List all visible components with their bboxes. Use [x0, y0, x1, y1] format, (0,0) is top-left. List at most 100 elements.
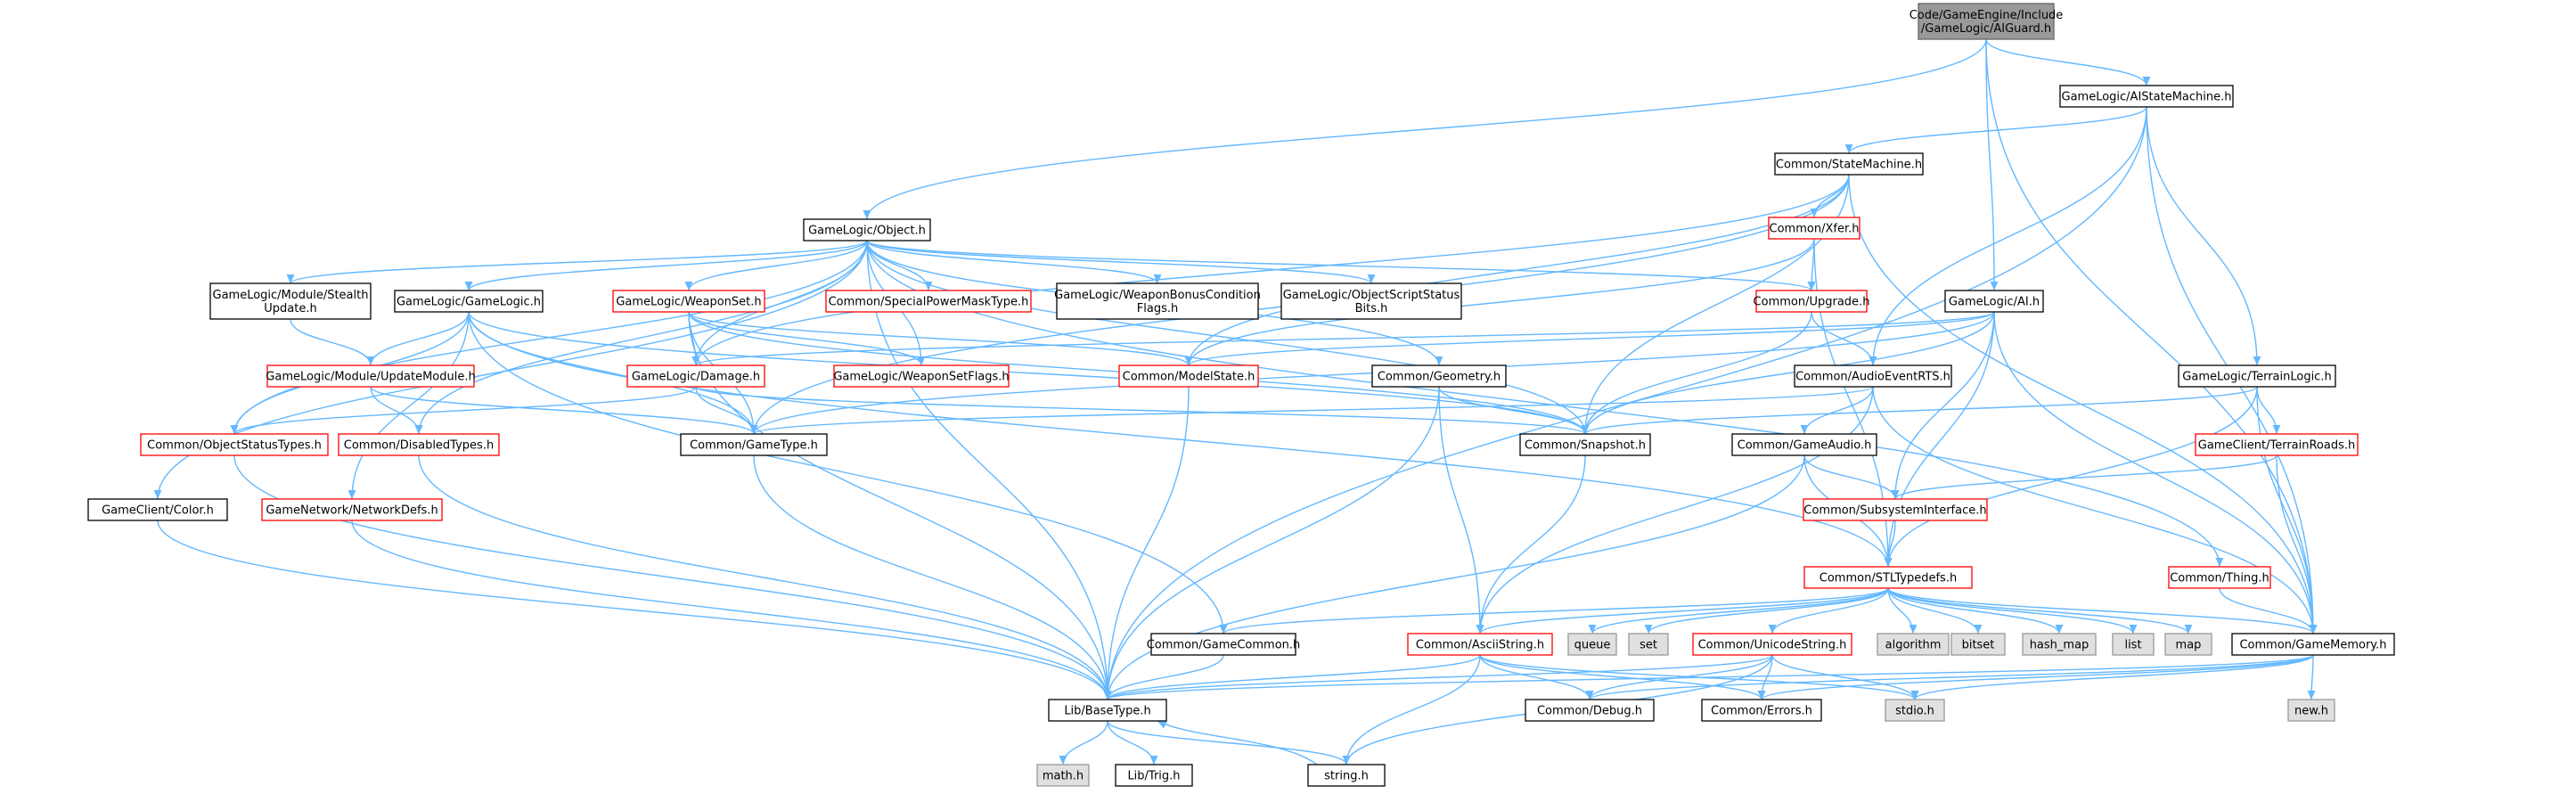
node-snapshot[interactable]: Common/Snapshot.h: [1519, 433, 1651, 456]
node-weaponset[interactable]: GameLogic/WeaponSet.h: [612, 290, 765, 313]
node-box-upgrade: [1755, 290, 1868, 313]
edge-updatemodule-to-gametype: [370, 386, 758, 435]
node-stltypedefs[interactable]: Common/STLTypedefs.h: [1803, 566, 1973, 589]
edge-stltypedefs-to-gamecommon: [1219, 587, 1889, 634]
node-box-aistatemachine: [2059, 85, 2234, 108]
node-color[interactable]: GameClient/Color.h: [87, 498, 228, 521]
edge-ai-to-snapshot: [1581, 311, 1995, 435]
node-subsystem[interactable]: Common/SubsystemInterface.h: [1803, 498, 1988, 521]
node-label-specialpower: Common/SpecialPowerMaskType.h: [829, 296, 1029, 309]
node-debug[interactable]: Common/Debug.h: [1525, 699, 1655, 722]
edge-asciistring-to-debug: [1479, 654, 1594, 700]
node-hash_map: hash_map: [2022, 633, 2097, 656]
node-modelstate[interactable]: Common/ModelState.h: [1118, 364, 1259, 388]
node-label-weaponbonus: GameLogic/WeaponBonusCondition: [1054, 289, 1261, 302]
node-asciistring[interactable]: Common/AsciiString.h: [1407, 633, 1553, 656]
edge-ai-to-subsystem: [1891, 311, 1995, 500]
node-errors[interactable]: Common/Errors.h: [1701, 699, 1822, 722]
edge-upgrade-to-snapshot: [1581, 311, 1812, 435]
edge-ai-to-stltypedefs: [1884, 311, 1995, 568]
node-gametype[interactable]: Common/GameType.h: [680, 433, 828, 456]
node-label-gametype: Common/GameType.h: [690, 439, 818, 453]
node-networkdefs[interactable]: GameNetwork/NetworkDefs.h: [261, 498, 443, 521]
node-box-basetype: [1048, 699, 1167, 722]
node-label-weaponset: GameLogic/WeaponSet.h: [616, 296, 761, 309]
edge-audioevent-to-asciistring: [1476, 386, 1874, 634]
node-specialpower[interactable]: Common/SpecialPowerMaskType.h: [825, 290, 1032, 313]
node-gamememory[interactable]: Common/GameMemory.h: [2231, 633, 2395, 656]
edge-gamememory-to-newh: [2307, 654, 2316, 700]
edge-gamelogic-to-stltypedefs: [468, 311, 1893, 568]
node-basetype[interactable]: Lib/BaseType.h: [1048, 699, 1167, 722]
node-weaponsetflags[interactable]: GameLogic/WeaponSetFlags.h: [833, 364, 1010, 388]
edge-ai-to-damage: [692, 311, 1995, 366]
node-label-basetype: Lib/BaseType.h: [1064, 705, 1150, 718]
node-box-snapshot: [1519, 433, 1651, 456]
edge-damage-to-snapshot: [695, 386, 1590, 435]
node-box-weaponsetflags: [833, 364, 1010, 388]
edge-geometry-to-snapshot: [1438, 386, 1590, 435]
node-ai[interactable]: GameLogic/AI.h: [1944, 290, 2044, 313]
node-label-queue: queue: [1574, 639, 1611, 652]
node-bitset: bitset: [1950, 633, 2006, 656]
node-geometry[interactable]: Common/Geometry.h: [1371, 364, 1507, 388]
node-thing[interactable]: Common/Thing.h: [2168, 566, 2271, 589]
node-box-damage: [626, 364, 765, 388]
node-newh: new.h: [2287, 699, 2335, 722]
node-upgrade[interactable]: Common/Upgrade.h: [1754, 290, 1870, 313]
edge-subsystem-to-stltypedefs: [1884, 520, 1896, 568]
node-label-string: string.h: [1324, 770, 1369, 783]
node-label-weaponbonus: Flags.h: [1137, 302, 1178, 315]
node-string[interactable]: string.h: [1307, 764, 1386, 787]
node-queue: queue: [1567, 633, 1617, 656]
node-unicodestring[interactable]: Common/UnicodeString.h: [1692, 633, 1852, 656]
node-trig[interactable]: Lib/Trig.h: [1115, 764, 1193, 787]
node-xfer[interactable]: Common/Xfer.h: [1768, 217, 1860, 240]
node-box-object: [803, 218, 931, 241]
edge-gamememory-to-basetype: [1104, 654, 2314, 700]
edge-gamelogic-to-networkdefs: [348, 311, 470, 500]
node-disabled[interactable]: Common/DisabledTypes.h: [338, 433, 500, 456]
node-updatemodule[interactable]: GameLogic/Module/UpdateModule.h: [266, 364, 476, 388]
node-object[interactable]: GameLogic/Object.h: [803, 218, 931, 241]
edge-object-to-weaponbonus: [866, 240, 1162, 284]
node-label-weaponsetflags: GameLogic/WeaponSetFlags.h: [833, 371, 1009, 384]
node-objectstatus[interactable]: Common/ObjectStatusTypes.h: [140, 433, 329, 456]
node-label-modelstate: Common/ModelState.h: [1123, 371, 1255, 384]
edge-audioevent-to-gameaudio: [1800, 386, 1874, 435]
node-terrainroads[interactable]: GameClient/TerrainRoads.h: [2195, 433, 2359, 456]
node-box-terrainlogic: [2178, 364, 2336, 388]
node-statemachine[interactable]: Common/StateMachine.h: [1774, 152, 1924, 176]
node-gamecommon[interactable]: Common/GameCommon.h: [1147, 633, 1301, 656]
node-aistatemachine[interactable]: GameLogic/AIStateMachine.h: [2059, 85, 2234, 108]
node-box-disabled: [338, 433, 500, 456]
node-box-errors: [1701, 699, 1822, 722]
node-label-map: map: [2176, 639, 2202, 652]
node-box-terrainroads: [2195, 433, 2359, 456]
node-box-newh: [2287, 699, 2335, 722]
node-audioevent[interactable]: Common/AudioEventRTS.h: [1794, 364, 1952, 388]
node-set: set: [1628, 633, 1669, 656]
node-label-unicodestring: Common/UnicodeString.h: [1698, 639, 1847, 652]
node-label-ai: GameLogic/AI.h: [1949, 296, 2040, 309]
edge-object-to-stealth: [286, 240, 868, 284]
node-damage[interactable]: GameLogic/Damage.h: [626, 364, 765, 388]
node-box-objectstatus: [140, 433, 329, 456]
node-gamelogic[interactable]: GameLogic/GameLogic.h: [394, 290, 544, 313]
node-box-string: [1307, 764, 1386, 787]
edge-terrainroads-to-subsystem: [1891, 454, 2278, 500]
edge-object-to-upgrade: [866, 240, 1816, 291]
edge-snapshot-to-asciistring: [1476, 454, 1586, 634]
node-box-gamecommon: [1150, 633, 1296, 656]
node-terrainlogic[interactable]: GameLogic/TerrainLogic.h: [2178, 364, 2336, 388]
node-box-statemachine: [1774, 152, 1924, 176]
node-aiguard[interactable]: Code/GameEngine/Include/GameLogic/AIGuar…: [1910, 3, 2064, 40]
edge-weaponset-to-modelstate: [688, 311, 1193, 366]
node-stdio: stdio.h: [1885, 699, 1945, 722]
edge-stltypedefs-to-list: [1887, 587, 2138, 634]
node-gameaudio[interactable]: Common/GameAudio.h: [1731, 433, 1877, 456]
node-box-weaponset: [612, 290, 765, 313]
